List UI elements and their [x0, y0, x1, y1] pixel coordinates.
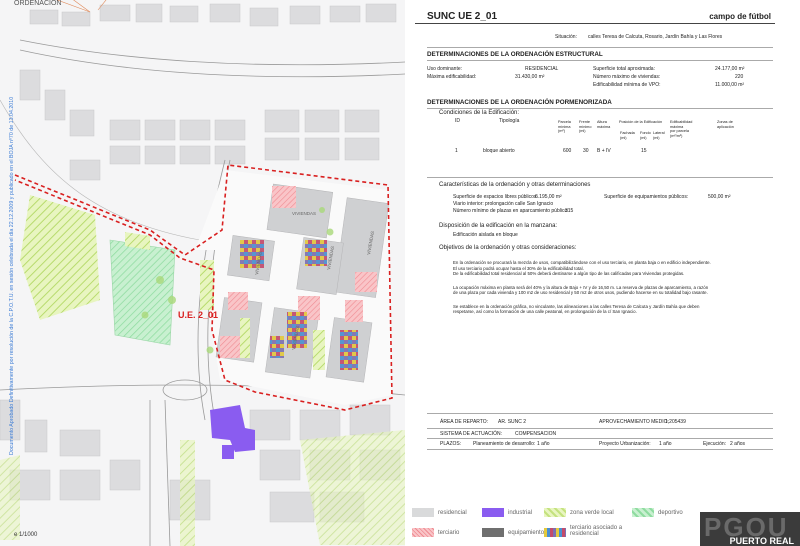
legend-swatch-equipamiento	[482, 528, 504, 537]
edif-label: Máxima edificabilidad:	[427, 74, 477, 80]
plazo3-value: 2 años	[730, 441, 746, 447]
map-title: ORDENACIÓN	[14, 0, 62, 7]
divider	[427, 108, 773, 109]
vpo-value: 11.000,00 m²	[715, 82, 745, 88]
divider	[427, 413, 773, 414]
legend-swatch-deportivo	[632, 508, 654, 517]
col-fachada: Fachada(ml)	[620, 131, 635, 140]
row-id: 1	[455, 148, 458, 154]
plazo3-label: Ejecución:	[703, 441, 727, 447]
legend: residencial industrial zona verde local …	[412, 504, 702, 544]
legend-equipamiento: equipamiento	[508, 530, 545, 536]
estructural-title: DETERMINACIONES DE LA ORDENACIÓN ESTRUCT…	[427, 51, 603, 58]
block-label: VIVIENDAS	[366, 231, 375, 256]
block-label: VIVIENDAS	[292, 211, 316, 216]
legend-zona-verde: zona verde local	[570, 510, 614, 516]
sistema-label: SISTEMA DE ACTUACIÓN:	[440, 431, 502, 437]
plazo1-label: Planeamiento de desarrollo:	[473, 441, 536, 447]
disposicion-value: Edificación aislada en bloque	[453, 232, 518, 238]
legend-swatch-terciario	[412, 528, 434, 537]
divider	[427, 449, 773, 450]
libres-label: Superficie de espacios libres públicos:	[453, 194, 538, 200]
vpo-label: Edificabilidad mínima de VPO:	[593, 82, 661, 88]
situacion-value: calles Teresa de Calcuta, Rosario, Jardí…	[588, 34, 723, 40]
row-altura: B + IV	[597, 148, 611, 154]
area-label: ÁREA DE REPARTO:	[440, 419, 489, 425]
pormenorizada-title: DETERMINACIONES DE LA ORDENACIÓN PORMENO…	[427, 99, 612, 106]
plazas-value: 315	[565, 208, 574, 214]
plazo1-value: 1 año	[537, 441, 550, 447]
objetivos-text: En la ordenación se procurará la mezcla …	[453, 260, 711, 314]
sector-code: SUNC UE 2_01	[427, 11, 498, 22]
row-fondo: 15	[641, 148, 647, 154]
legend-swatch-residencial	[412, 508, 434, 517]
plazo2-label: Proyecto Urbanización:	[599, 441, 651, 447]
ordenacion-map: VIVIENDAS VIVIENDAS VIVIENDAS VIVIENDAS …	[0, 0, 405, 546]
plazas-label: Número mínimo de plazas en aparcamiento …	[453, 208, 569, 214]
col-lateral: Lateral(ml)	[653, 131, 665, 140]
plazo2-value: 1 año	[659, 441, 672, 447]
block-label: VIVIENDAS	[326, 246, 335, 271]
divider	[427, 60, 773, 61]
col-tipologia: Tipología	[499, 118, 520, 124]
objetivos-title: Objetivos de la ordenación y otras consi…	[439, 245, 577, 251]
area-value: AR. SUNC 2	[498, 419, 527, 425]
col-id: ID	[455, 118, 460, 124]
legend-deportivo: deportivo	[658, 510, 683, 516]
divider	[427, 428, 773, 429]
divider	[427, 47, 773, 48]
map-drawing: VIVIENDAS VIVIENDAS VIVIENDAS VIVIENDAS …	[0, 0, 405, 546]
sistema-value: COMPENSACION	[515, 431, 557, 437]
legend-industrial: industrial	[508, 510, 533, 516]
pgou-logo: PGOU PUERTO REAL	[700, 512, 800, 546]
map-scale: e 1/1000	[14, 532, 38, 538]
logo-subtext: PUERTO REAL	[729, 536, 794, 546]
legend-swatch-zona-verde	[544, 508, 566, 517]
logo-text: PGOU	[704, 512, 789, 542]
uso-value: RESIDENCIAL	[525, 66, 559, 72]
equip-value: 500,00 m²	[708, 194, 731, 200]
viv-value: 220	[735, 74, 744, 80]
row-tipologia: bloque abierto	[483, 148, 515, 154]
row-frente: 30	[583, 148, 589, 154]
edif-value: 31.430,00 m²	[515, 74, 545, 80]
title-bar: SUNC UE 2_01 campo de fútbol	[415, 10, 775, 24]
aprov-value: 1,205439	[665, 419, 686, 425]
legend-swatch-terciario-asociado	[544, 528, 566, 537]
viario-label: Viario interior:	[453, 201, 484, 207]
viario-value: prolongación calle San Ignacio	[485, 201, 554, 207]
legend-terciario: terciario	[438, 530, 460, 536]
col-fondo: Fondo(ml)	[640, 131, 651, 140]
sector-name: campo de fútbol	[709, 12, 771, 21]
row-parcela: 600	[563, 148, 572, 154]
situacion-label: Situación:	[555, 34, 577, 40]
disposicion-title: Disposición de la edificación en la manz…	[439, 223, 558, 229]
legend-residencial: residencial	[438, 510, 467, 516]
libres-value: 6.195,00 m²	[535, 194, 562, 200]
approval-note: Documento Aprobado Definitivamente por r…	[9, 96, 15, 455]
col-posicion: Posición de la Edificación	[619, 120, 663, 124]
plazos-label: PLAZOS:	[440, 441, 462, 447]
block-label: VIVIENDAS	[254, 251, 263, 276]
uso-label: Uso dominante:	[427, 66, 463, 72]
divider	[427, 438, 773, 439]
block-label: VIVIENDAS	[291, 326, 300, 351]
cond-title: Condiciones de la Edificación:	[439, 110, 520, 116]
divider	[427, 177, 773, 178]
legend-terciario-asociado: terciario asociado a residencial	[570, 525, 623, 537]
legend-swatch-industrial	[482, 508, 504, 517]
aprov-label: APROVECHAMIENTO MEDIO:	[599, 419, 669, 425]
data-sheet: SUNC UE 2_01 campo de fútbol Situación: …	[415, 0, 800, 546]
caracteristicas-title: Características de la ordenación y otras…	[439, 182, 591, 188]
sup-label: Superficie total aproximada:	[593, 66, 655, 72]
ue-label: U.E. 2_01	[178, 310, 219, 320]
viv-label: Número máximo de viviendas:	[593, 74, 661, 80]
equip-label: Superficie de equipamientos públicos:	[604, 194, 689, 200]
sup-value: 24.177,00 m²	[715, 66, 745, 72]
